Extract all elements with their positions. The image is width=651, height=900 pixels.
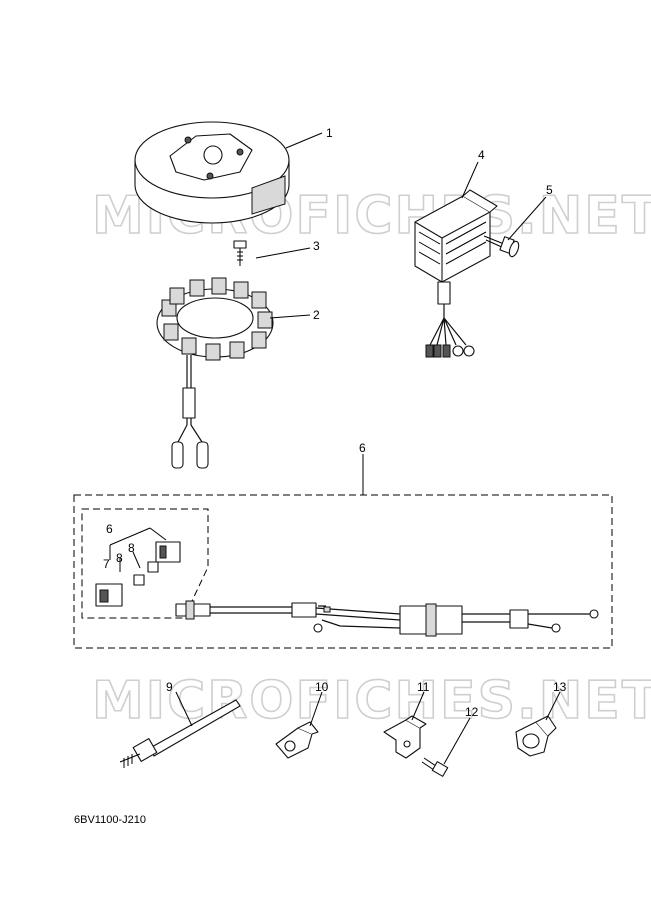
cable-tie[interactable] — [119, 699, 241, 768]
connector-set[interactable] — [95, 527, 181, 607]
callout-8-left: 8 — [116, 551, 123, 565]
callout-5: 5 — [546, 183, 553, 197]
callout-6-inner: 6 — [106, 522, 113, 536]
callout-10: 10 — [315, 680, 329, 694]
callout-13: 13 — [553, 680, 567, 694]
callout-7: 7 — [103, 557, 110, 571]
callout-11: 11 — [417, 680, 430, 694]
callout-9: 9 — [166, 680, 173, 694]
wire-harness-group — [73, 494, 613, 649]
callout-1: 1 — [326, 126, 333, 140]
callout-4: 4 — [478, 148, 485, 162]
leader-lines — [175, 132, 561, 765]
watermark-bottom: MICROFICHES.NET — [92, 671, 651, 731]
wire-harness[interactable] — [175, 600, 599, 637]
callout-2: 2 — [313, 308, 320, 322]
wire-clamp[interactable] — [275, 721, 319, 759]
rectifier-regulator[interactable] — [414, 189, 498, 358]
callout-6: 6 — [359, 441, 366, 455]
diagram-code: 6BV1100-J210 — [74, 814, 146, 826]
bracket-bolt[interactable] — [421, 757, 449, 777]
cable-clip[interactable] — [515, 715, 557, 757]
callout-12: 12 — [465, 705, 479, 719]
bracket[interactable] — [383, 715, 427, 759]
stator-screw[interactable] — [233, 240, 247, 266]
callout-8-right: 8 — [128, 541, 135, 555]
flywheel-rotor[interactable] — [134, 121, 290, 224]
callout-3: 3 — [313, 239, 320, 253]
stator-coil[interactable] — [156, 277, 274, 469]
